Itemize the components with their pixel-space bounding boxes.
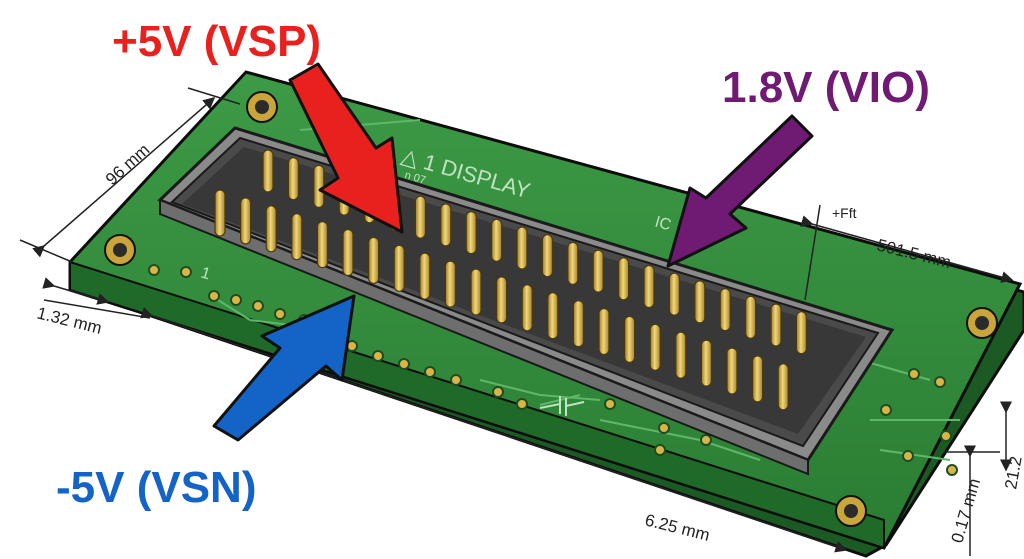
connector-pin	[726, 347, 738, 395]
mounting-hole	[246, 91, 278, 123]
connector-pin	[419, 252, 431, 300]
connector-pin	[393, 244, 405, 292]
pcb-via	[902, 450, 914, 462]
fft-label: +Fft	[832, 205, 857, 221]
connector-pin	[719, 288, 731, 332]
vsn-label: -5V (VSN)	[56, 463, 256, 512]
small-mark: n 07	[403, 169, 427, 186]
connector-pin	[316, 221, 328, 269]
vsp-arrow	[288, 62, 404, 234]
connector-pin	[572, 300, 585, 348]
connector-pin	[623, 315, 636, 363]
dim-height-right: 21.2	[1001, 455, 1024, 491]
connector-pin	[265, 205, 277, 253]
pcb-via	[230, 294, 242, 306]
pcb-via	[180, 266, 192, 278]
pcb-via	[398, 358, 410, 370]
connector-pin	[643, 264, 655, 309]
connector-pin	[744, 295, 757, 339]
pcb-via	[252, 300, 264, 312]
connector-pin	[541, 234, 554, 278]
pcb-via	[908, 368, 920, 380]
connector-pin	[465, 211, 477, 255]
connector-pin	[592, 249, 604, 293]
connector-pin	[668, 272, 681, 316]
connector-pin	[598, 307, 610, 356]
pcb-via	[208, 290, 220, 302]
connector-pin	[368, 236, 380, 284]
pcb-via	[654, 444, 666, 456]
pcb-via	[424, 366, 436, 378]
pcb-via	[934, 376, 946, 388]
connector-pin	[470, 268, 482, 316]
connector-pin	[521, 284, 533, 332]
dimension-lines	[19, 87, 1014, 556]
vio-label: 1.8V (VIO)	[722, 63, 930, 112]
pcb-via	[700, 434, 712, 446]
connector-pin	[700, 339, 713, 387]
vsn-arrow	[212, 294, 356, 442]
connector-pin	[214, 189, 226, 237]
connector-pin	[617, 257, 630, 301]
connector-pin	[770, 303, 782, 347]
connector-pin	[444, 260, 456, 308]
connector-pin	[795, 311, 808, 355]
connector-pin	[675, 331, 687, 379]
connector-pin	[694, 280, 706, 324]
ic-label: IC	[653, 214, 673, 235]
connector-pin	[777, 363, 789, 411]
pcb-via	[450, 374, 462, 386]
connector-pin	[547, 292, 559, 340]
connector-pin	[313, 164, 325, 208]
mounting-hole	[966, 307, 998, 339]
connector-pin	[567, 241, 579, 285]
mounting-hole	[835, 495, 867, 527]
connector-pin	[649, 323, 661, 371]
pcb-via	[658, 422, 670, 434]
pcb-via	[492, 386, 504, 398]
pcb-via	[880, 404, 892, 416]
connector-pin	[291, 213, 303, 261]
pcb-via	[516, 398, 528, 410]
connector-pin	[440, 203, 452, 247]
pcb-via	[372, 350, 384, 362]
connector-pin	[240, 197, 252, 245]
vsp-label: +5V (VSP)	[112, 17, 321, 66]
connector-pin	[414, 195, 426, 239]
pcb-via	[946, 464, 958, 476]
pcb-via	[940, 430, 952, 442]
mounting-hole	[104, 234, 136, 266]
connector-pin	[491, 218, 503, 262]
connector-pin	[496, 276, 508, 324]
pcb-via	[604, 398, 616, 410]
pcb-via	[274, 308, 286, 320]
connector-pin	[262, 149, 274, 193]
connector-pin	[287, 157, 299, 201]
vio-arrow	[666, 114, 814, 268]
connector-pin	[342, 228, 354, 277]
connector-pin	[516, 226, 528, 270]
connector-pin	[751, 355, 764, 403]
dim-thickness-right: 0.17 mm	[948, 476, 984, 545]
dim-length-bottom: 6.25 mm	[643, 510, 712, 544]
pcb-via	[148, 264, 160, 276]
